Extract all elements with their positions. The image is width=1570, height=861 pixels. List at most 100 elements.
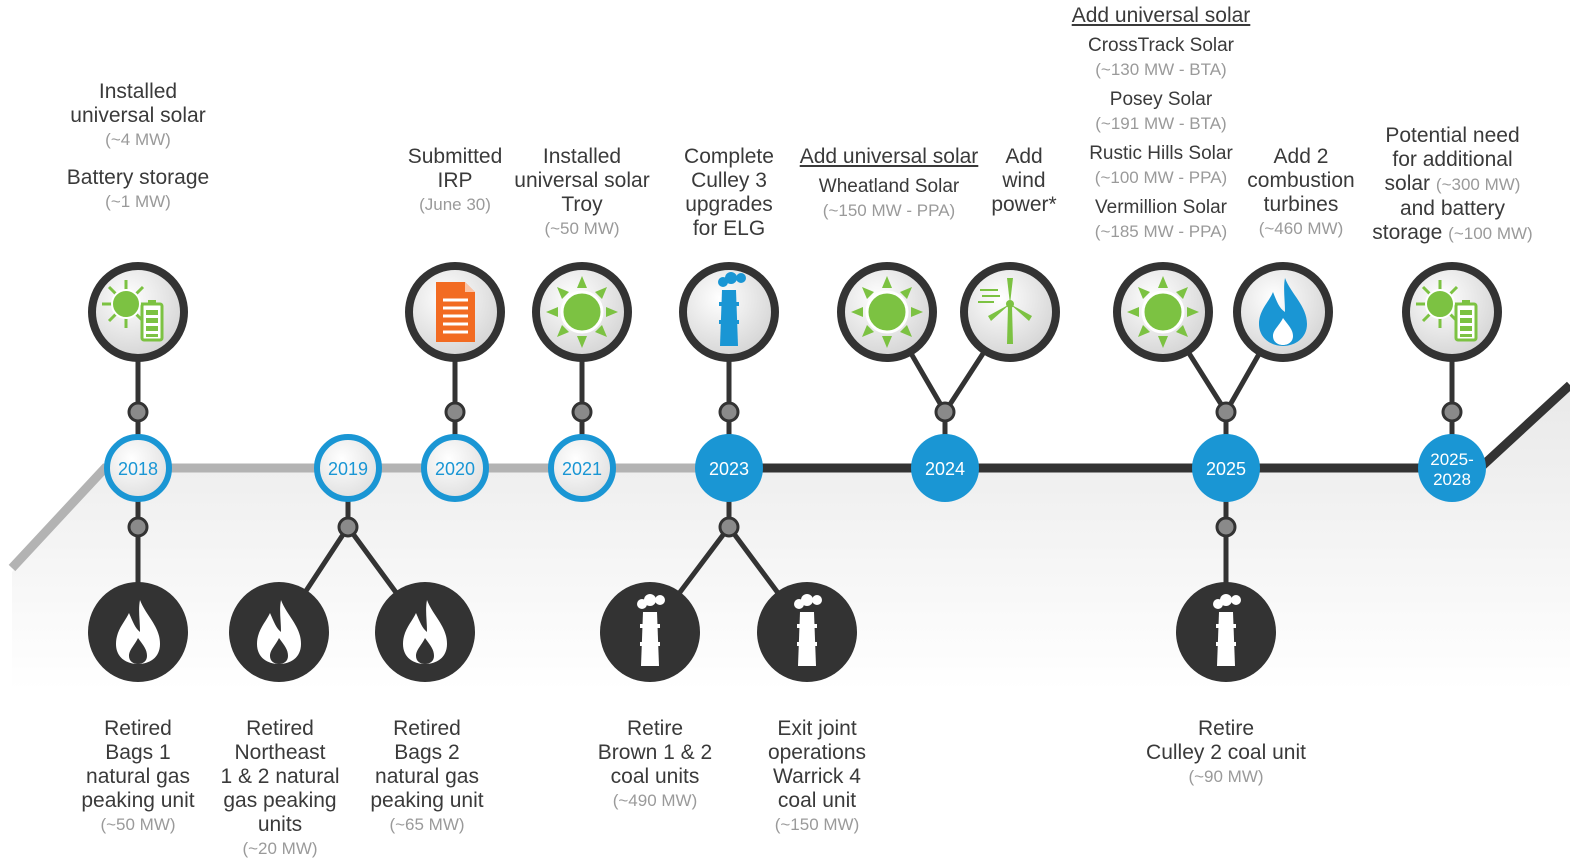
- text-line: Culley 2 coal unit: [1146, 741, 1306, 764]
- text-line: for ELG: [692, 217, 766, 240]
- smokestack-icon: [757, 582, 857, 682]
- year-node-2018: 2018: [104, 434, 172, 502]
- label-2019-bottom-a: Retired Northeast 1 & 2 natural gas peak…: [210, 717, 350, 861]
- text-line: Add 2: [1273, 145, 1329, 168]
- text-line: upgrades: [685, 193, 773, 216]
- text-line: turbines: [1263, 193, 1339, 216]
- text-line: peaking unit: [81, 789, 195, 812]
- sun-icon: [532, 262, 632, 362]
- solar-battery-icon: [1402, 262, 1502, 362]
- solar-battery-icon: [88, 262, 188, 362]
- text-line: combustion: [1247, 169, 1355, 192]
- capacity-note: (~191 MW - BTA): [1095, 114, 1227, 133]
- joint-dots: [127, 401, 1463, 538]
- text-line: Installed: [98, 80, 178, 103]
- text-line: storage: [1372, 221, 1443, 244]
- year-label-2018: 2018: [118, 459, 158, 479]
- smokestack-icon: [600, 582, 700, 682]
- label-2018-top: Installed universal solar (~4 MW) Batter…: [38, 80, 238, 214]
- label-2021-top: Installed universal solar Troy (~50 MW): [507, 145, 657, 241]
- year-label-2023: 2023: [709, 459, 749, 479]
- text-line: Bags 1: [105, 741, 171, 764]
- text-line: Installed: [542, 145, 622, 168]
- year-label-2019: 2019: [328, 459, 368, 479]
- text-line: Troy: [561, 193, 603, 216]
- capacity-note: (~490 MW): [612, 791, 698, 810]
- text-line: coal unit: [777, 789, 857, 812]
- project-name: Rustic Hills Solar: [1089, 143, 1233, 164]
- year-label-2025-2028-b: 2028: [1433, 470, 1471, 489]
- text-line: wind: [1002, 169, 1046, 192]
- capacity-note: (~150 MW): [774, 815, 860, 834]
- year-node-2020: 2020: [421, 434, 489, 502]
- year-node-2019: 2019: [314, 434, 382, 502]
- text-line: Bags 2: [394, 741, 460, 764]
- text-line: Exit joint: [777, 717, 857, 740]
- capacity-note: (~1 MW): [105, 192, 171, 211]
- text-line: 1 & 2 natural: [220, 765, 340, 788]
- sun-icon: [837, 262, 937, 362]
- year-label-2025-2028-a: 2025-: [1430, 450, 1473, 469]
- text-line: Retired: [393, 717, 461, 740]
- label-2023-top: Complete Culley 3 upgrades for ELG: [664, 145, 794, 241]
- year-node-2024: 2024: [911, 434, 979, 502]
- text-line: Retire: [626, 717, 684, 740]
- text-line: Retired: [246, 717, 314, 740]
- capacity-note: (June 30): [419, 195, 491, 214]
- year-node-2021: 2021: [548, 434, 616, 502]
- project-name: Vermillion Solar: [1095, 197, 1227, 218]
- text-line: solar: [1384, 172, 1431, 195]
- document-icon: [405, 262, 505, 362]
- text-line: IRP: [437, 169, 473, 192]
- text-line: Potential need: [1385, 124, 1520, 147]
- capacity-note: (~90 MW): [1188, 767, 1264, 786]
- year-label-2024: 2024: [925, 459, 965, 479]
- text-line: gas peaking: [223, 789, 337, 812]
- year-label-2020: 2020: [435, 459, 475, 479]
- project-name: Posey Solar: [1109, 89, 1213, 110]
- gas-flame-icon: [229, 582, 329, 682]
- text-line: for additional: [1392, 148, 1513, 171]
- text-line: units: [257, 813, 303, 836]
- smokestack-icon: [1176, 582, 1276, 682]
- text-line: universal solar: [514, 169, 650, 192]
- text-line: Battery storage: [66, 166, 210, 189]
- text-line: and battery: [1399, 197, 1506, 220]
- project-name: Wheatland Solar: [818, 176, 960, 197]
- text-line: Retired: [104, 717, 172, 740]
- year-node-2023: 2023: [695, 434, 763, 502]
- section-heading: Add universal solar: [799, 145, 979, 168]
- label-2018-bottom: Retired Bags 1 natural gas peaking unit …: [68, 717, 208, 837]
- text-line: natural gas: [375, 765, 479, 788]
- smokestack-icon: [679, 262, 779, 362]
- section-heading: Add universal solar: [1071, 4, 1251, 27]
- text-line: Add: [1005, 145, 1043, 168]
- label-2028-top: Potential need for additional solar (~30…: [1355, 124, 1550, 246]
- label-2025-turbines-top: Add 2 combustion turbines (~460 MW): [1240, 145, 1362, 241]
- label-2019-bottom-b: Retired Bags 2 natural gas peaking unit …: [357, 717, 497, 837]
- text-line: power*: [991, 193, 1057, 216]
- capacity-note: (~300 MW): [1435, 175, 1521, 194]
- capacity-note: (~460 MW): [1258, 219, 1344, 238]
- capacity-note: (~100 MW): [1448, 224, 1533, 243]
- label-2020-top: Submitted IRP (June 30): [395, 145, 515, 217]
- text-line: operations: [767, 741, 867, 764]
- capacity-note: (~20 MW): [242, 839, 318, 858]
- capacity-note: (~130 MW - BTA): [1095, 60, 1227, 79]
- capacity-note: (~100 MW - PPA): [1094, 168, 1228, 187]
- project-name: CrossTrack Solar: [1087, 35, 1235, 56]
- capacity-note: (~50 MW): [544, 219, 620, 238]
- sun-icon: [1113, 262, 1213, 362]
- year-label-2021: 2021: [562, 459, 602, 479]
- text-line: Complete: [684, 145, 774, 168]
- label-2024-solar-top: Add universal solar Wheatland Solar (~15…: [789, 145, 989, 223]
- label-2024-wind-top: Add wind power*: [979, 145, 1069, 217]
- capacity-note: (~4 MW): [105, 130, 171, 149]
- capacity-note: (~65 MW): [389, 815, 465, 834]
- text-line: Retire: [1197, 717, 1255, 740]
- text-line: Culley 3: [691, 169, 767, 192]
- year-node-2025: 2025: [1192, 434, 1260, 502]
- label-2025-solar-top: Add universal solar CrossTrack Solar (~1…: [1066, 4, 1256, 244]
- text-line: natural gas: [86, 765, 190, 788]
